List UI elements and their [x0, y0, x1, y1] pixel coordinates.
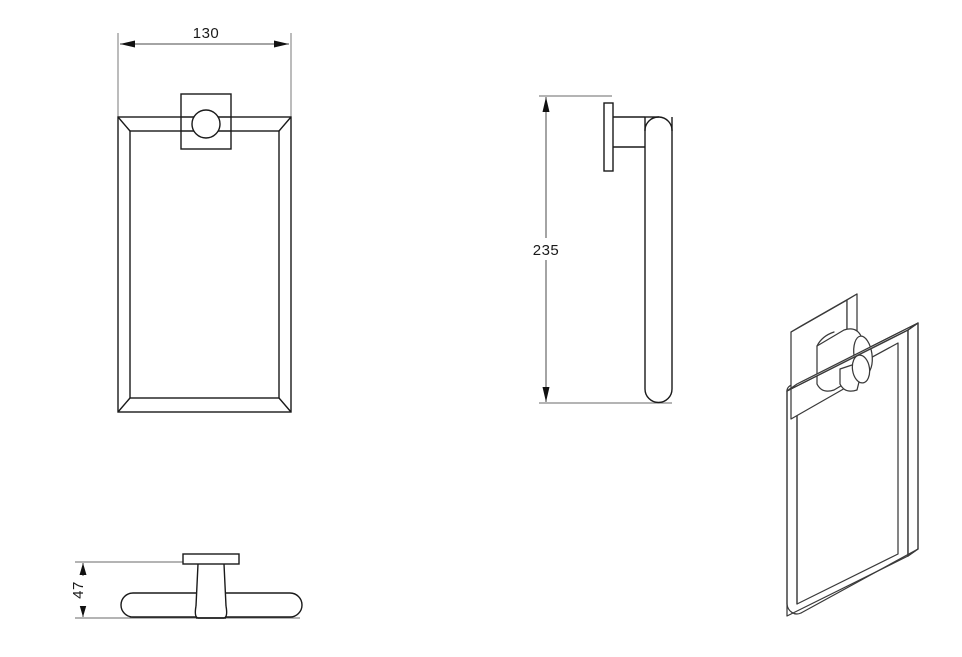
ring-frame-3d-left-cap-bottom: [786, 603, 802, 615]
ring-frame-3d-topbar-front-edge: [786, 329, 909, 392]
rectangular-ring-inner: [129, 130, 280, 399]
mounting-post-3d-lower-cap: [851, 354, 871, 384]
dimension-text-backdrop-235: [524, 238, 570, 260]
ring-frame-3d-rightbar: [907, 322, 919, 557]
mounting-post-3d-top-arc: [816, 331, 835, 347]
dimension-text-backdrop-47: [71, 576, 95, 606]
ring-bar-hook-curve: [644, 116, 660, 132]
bevel-top-left: [117, 116, 131, 132]
bevel-bottom-right: [278, 397, 292, 413]
wall-plate: [603, 102, 614, 172]
arrowhead-left-130: [120, 40, 135, 48]
bevel-bottom-left: [117, 397, 131, 413]
arrowhead-bottom-235: [542, 387, 550, 402]
bevel-top-right: [278, 116, 292, 132]
ring-bar-top-cap: [658, 116, 673, 132]
dimension-label-47: 47: [70, 581, 87, 599]
isometric-view: [786, 293, 919, 617]
mounting-neck: [195, 563, 227, 607]
neck-rod-fillet: [194, 605, 228, 619]
ring-bar-profile-outer: [644, 117, 673, 404]
ring-frame-3d-bottom-edge: [800, 548, 919, 614]
top-view: [71, 553, 303, 619]
side-view: [524, 95, 673, 404]
arrowhead-right-130: [274, 40, 289, 48]
arrowhead-bottom-47: [79, 605, 87, 617]
mounting-post: [613, 116, 645, 148]
dimension-label-235: 235: [533, 242, 560, 259]
front-view: [117, 33, 292, 413]
arrowhead-top-47: [79, 563, 87, 575]
mounting-knob-circle: [191, 109, 221, 139]
wall-plate-top: [182, 553, 240, 565]
ring-frame-3d-topbar-right-edge: [907, 322, 919, 331]
arrowhead-top-235: [542, 97, 550, 112]
rectangular-ring-outer: [117, 116, 292, 413]
ring-rod-left: [120, 592, 196, 618]
dimension-label-130: 130: [193, 25, 220, 42]
ring-frame-3d-bottom-right-edge: [907, 548, 919, 557]
ring-rod-right: [226, 592, 303, 618]
